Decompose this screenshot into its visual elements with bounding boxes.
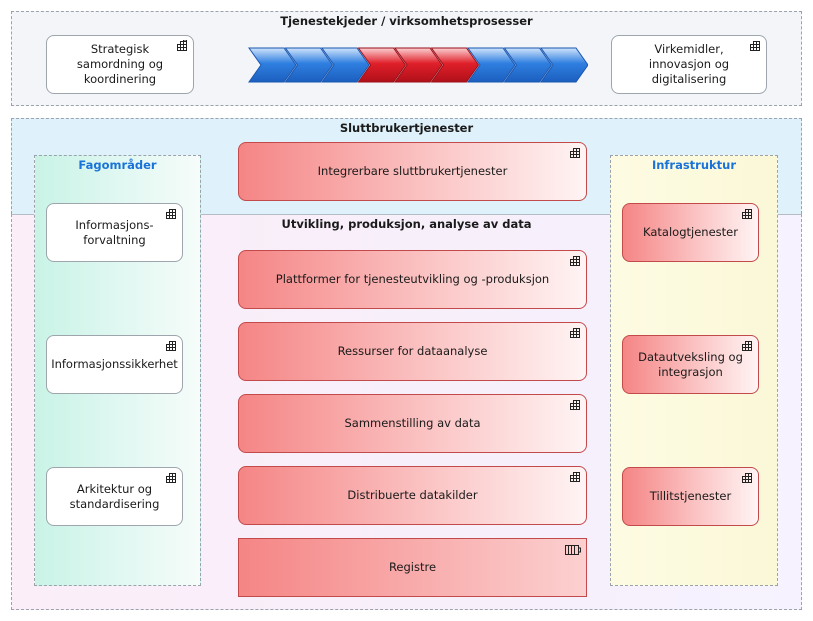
box-label: Informasjonssikkerhet bbox=[51, 357, 178, 371]
box-informasjonssikkerhet[interactable]: Informasjonssikkerhet bbox=[46, 335, 183, 394]
group-title-infrastruktur: Infrastruktur bbox=[651, 158, 737, 172]
function-grid-icon bbox=[570, 256, 580, 266]
chevron-blue-7 bbox=[467, 47, 516, 83]
box-katalogtjenester[interactable]: Katalogtjenester bbox=[622, 203, 759, 262]
chevron-blue-8 bbox=[503, 47, 553, 83]
box-sammenstilling-av-data[interactable]: Sammenstilling av data bbox=[238, 394, 587, 453]
box-distribuerte-datakilder[interactable]: Distribuerte datakilder bbox=[238, 466, 587, 525]
function-grid-icon bbox=[742, 473, 752, 483]
box-arkitektur-og-standardisering[interactable]: Arkitektur og standardisering bbox=[46, 467, 183, 526]
chevron-red-5 bbox=[394, 47, 443, 83]
box-tillitstjenester[interactable]: Tillitstjenester bbox=[622, 467, 759, 526]
box-label: Informasjons-forvaltning bbox=[75, 217, 154, 247]
group-title-sluttbruker: Sluttbrukertjenester bbox=[339, 121, 474, 135]
box-informasjonsforvaltning[interactable]: Informasjons-forvaltning bbox=[46, 203, 183, 262]
function-grid-icon bbox=[166, 209, 176, 219]
function-grid-icon bbox=[750, 41, 760, 51]
group-title-tjenestekjeder: Tjenestekjeder / virksomhetsprosesser bbox=[280, 14, 533, 28]
box-label: Katalogtjenester bbox=[643, 225, 738, 239]
function-grid-icon bbox=[742, 341, 752, 351]
box-label: Plattformer for tjenesteutvikling og -pr… bbox=[275, 272, 550, 286]
chevron-blue-9 bbox=[540, 47, 588, 83]
chevron-blue-1 bbox=[248, 47, 297, 83]
box-label: Distribuerte datakilder bbox=[347, 488, 478, 502]
box-ressurser-dataanalyse[interactable]: Ressurser for dataanalyse bbox=[238, 322, 587, 381]
box-label: Virkemidler, innovasjon og digitaliserin… bbox=[648, 42, 730, 86]
box-plattformer[interactable]: Plattformer for tjenesteutvikling og -pr… bbox=[238, 250, 587, 309]
function-grid-icon bbox=[570, 472, 580, 482]
value-chain bbox=[248, 47, 588, 83]
group-title-fagomrader: Fagområder bbox=[78, 158, 157, 172]
function-grid-icon bbox=[570, 148, 580, 158]
function-grid-icon bbox=[166, 341, 176, 351]
box-label: Arkitektur og standardisering bbox=[69, 481, 160, 511]
box-label: Integrerbare sluttbrukertjenester bbox=[317, 164, 508, 178]
box-label: Ressurser for dataanalyse bbox=[337, 344, 488, 358]
chevron-red-6 bbox=[430, 47, 480, 83]
box-integrerbare-sluttbrukertjenester[interactable]: Integrerbare sluttbrukertjenester bbox=[238, 142, 587, 201]
box-label: Sammenstilling av data bbox=[344, 416, 481, 430]
box-label: Registre bbox=[388, 560, 437, 574]
group-title-utvikling: Utvikling, produksjon, analyse av data bbox=[281, 217, 532, 231]
data-object-icon bbox=[565, 545, 581, 555]
box-registre[interactable]: Registre bbox=[238, 538, 587, 597]
box-strategisk-samordning[interactable]: Strategisk samordning og koordinering bbox=[46, 35, 194, 94]
function-grid-icon bbox=[166, 473, 176, 483]
box-label: Tillitstjenester bbox=[649, 489, 732, 503]
function-grid-icon bbox=[742, 209, 752, 219]
box-label: Strategisk samordning og koordinering bbox=[76, 42, 164, 86]
chevron-red-4 bbox=[357, 47, 407, 83]
chevron-blue-2 bbox=[284, 47, 334, 83]
function-grid-icon bbox=[570, 400, 580, 410]
box-label: Datautveksling og integrasjon bbox=[638, 349, 743, 379]
function-grid-icon bbox=[177, 40, 187, 51]
box-virkemidler-innovasjon[interactable]: Virkemidler, innovasjon og digitaliserin… bbox=[611, 35, 767, 94]
chevron-blue-3 bbox=[321, 47, 370, 83]
box-datautveksling-og-integrasjon[interactable]: Datautveksling og integrasjon bbox=[622, 335, 759, 394]
function-grid-icon bbox=[570, 328, 580, 338]
